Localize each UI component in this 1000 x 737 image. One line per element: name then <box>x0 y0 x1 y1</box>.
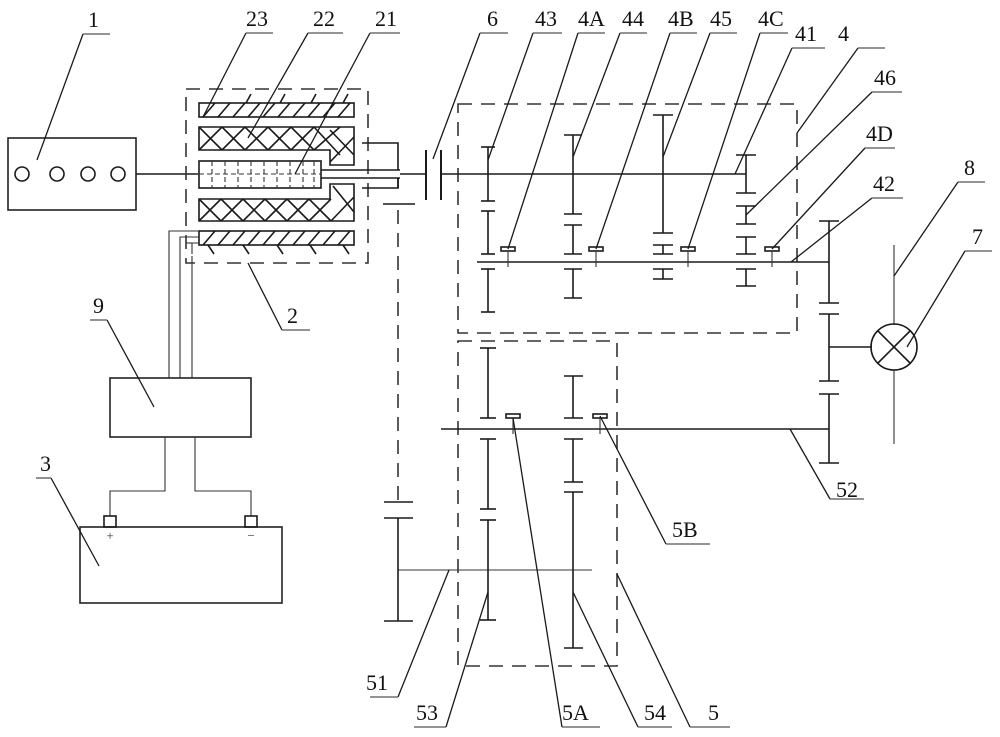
label-41: 41 <box>795 21 817 46</box>
label-43: 43 <box>535 6 557 31</box>
gear-43-pair <box>481 147 495 312</box>
label-3: 3 <box>40 451 51 476</box>
engine-block <box>8 138 136 210</box>
gear-44-pair <box>564 135 582 298</box>
label-4B: 4B <box>668 6 694 31</box>
label-22: 22 <box>313 6 335 31</box>
label-52: 52 <box>836 477 858 502</box>
negative-sign: − <box>247 528 254 543</box>
callouts: 1 23 22 21 2 9 3 6 43 4A 44 4B 4 <box>36 6 992 727</box>
label-5A: 5A <box>562 700 589 725</box>
label-4A: 4A <box>578 6 605 31</box>
label-45: 45 <box>710 6 732 31</box>
label-51: 51 <box>366 670 388 695</box>
label-5: 5 <box>708 700 719 725</box>
battery-positive-terminal <box>104 516 116 527</box>
label-1: 1 <box>88 7 99 32</box>
motor-cables <box>169 231 199 380</box>
label-21: 21 <box>375 6 397 31</box>
label-8: 8 <box>964 155 975 180</box>
stator-winding-bottom <box>199 184 354 221</box>
input-gear-51 <box>384 502 413 621</box>
motor <box>186 89 400 263</box>
label-7: 7 <box>972 224 983 249</box>
final-drive-gear <box>819 221 872 463</box>
battery: + − <box>80 516 282 603</box>
inverter-controller <box>110 378 251 437</box>
positive-sign: + <box>106 528 113 543</box>
differential <box>871 324 917 370</box>
rotor-grid <box>199 161 321 188</box>
second-gearbox-boundary <box>458 341 617 666</box>
label-4D: 4D <box>866 121 893 146</box>
label-44: 44 <box>622 6 644 31</box>
gear-53-pair <box>480 348 496 620</box>
label-4C: 4C <box>758 6 784 31</box>
engine <box>8 138 136 210</box>
controller-battery-wires <box>110 437 251 516</box>
battery-negative-terminal <box>245 516 257 527</box>
housing-bottom-hatch <box>203 231 350 254</box>
label-6: 6 <box>487 6 498 31</box>
label-53: 53 <box>416 700 438 725</box>
motor-housing-bottom <box>199 231 354 245</box>
label-4: 4 <box>838 21 849 46</box>
label-42: 42 <box>873 171 895 196</box>
housing-top-hatch <box>203 94 350 117</box>
label-5B: 5B <box>672 517 698 542</box>
label-23: 23 <box>246 6 268 31</box>
synchronizer-5A <box>506 414 520 418</box>
label-9: 9 <box>93 293 104 318</box>
label-2: 2 <box>287 303 298 328</box>
synchronizers-4 <box>501 247 779 267</box>
label-46: 46 <box>874 65 896 90</box>
motor-boundary <box>186 89 368 263</box>
motor-housing-top <box>199 103 354 117</box>
label-54: 54 <box>644 700 666 725</box>
clutch <box>400 150 441 200</box>
synchronizers-5 <box>506 414 607 434</box>
